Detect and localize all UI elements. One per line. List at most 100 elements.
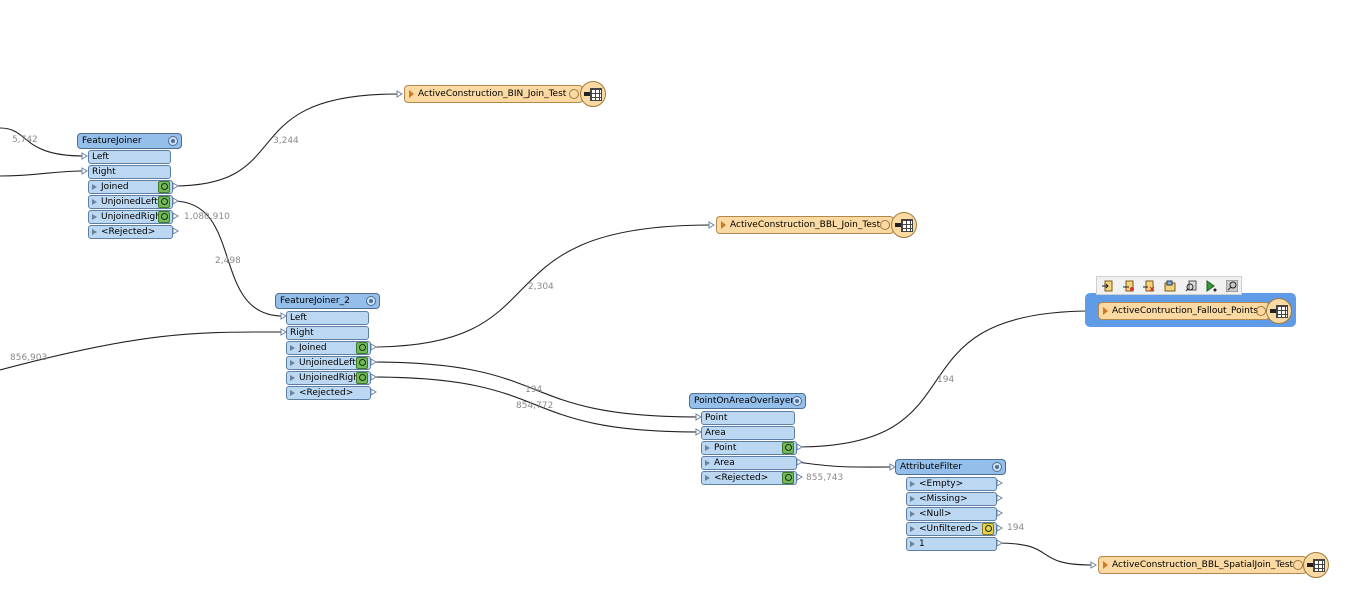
writer-name: ActiveConstruction_BBL_SpatialJoin_Test [1112,560,1294,570]
wire [172,93,398,187]
output-port-joined[interactable]: Joined [286,341,371,355]
inspect-cache-icon[interactable] [1185,280,1197,292]
port-label: UnjoinedLeft [299,358,356,368]
connect-icon[interactable] [1123,280,1135,292]
input-port-point[interactable]: Point [701,411,795,425]
output-port-value-1[interactable]: 1 [906,537,997,551]
bookmark-icon[interactable] [1164,280,1176,292]
out-arrow [172,197,179,205]
input-port-left[interactable]: Left [286,311,369,325]
out-arrow [370,373,377,381]
gear-icon[interactable] [366,296,376,306]
feature-count: 194 [1007,523,1025,533]
in-arrow [695,428,702,436]
out-arrow [996,539,1003,547]
wire [370,224,711,348]
out-arrow [796,443,803,451]
attribute-filter-title[interactable]: AttributeFilter [895,459,1006,475]
output-port-unjoined-left[interactable]: UnjoinedLeft [88,195,173,209]
port-label: Area [714,458,735,468]
gear-icon[interactable] [569,89,579,99]
inspect-icon[interactable] [158,196,170,208]
transformer-name: PointOnAreaOverlayer [694,396,795,406]
inspect-icon[interactable] [982,523,994,535]
output-port-rejected[interactable]: <Rejected> [286,386,371,400]
output-port-missing[interactable]: <Missing> [906,492,997,506]
wire [172,200,284,317]
port-label: Area [705,428,726,438]
writer-feature-type[interactable]: ActiveConstruction_BBL_Join_Test [716,216,894,234]
feature-type-toolbar [1096,276,1242,295]
output-port-rejected[interactable]: <Rejected> [701,471,797,485]
port-label: Right [92,167,116,177]
port-label: <Rejected> [101,227,156,237]
gear-icon[interactable] [992,462,1002,472]
in-arrow [889,463,896,471]
output-port-null[interactable]: <Null> [906,507,997,521]
inspect-icon[interactable] [356,357,368,369]
feature-joiner-title[interactable]: FeatureJoiner [77,133,182,149]
output-port-point[interactable]: Point [701,441,797,455]
gear-icon[interactable] [792,396,802,406]
out-arrow [996,494,1003,502]
inspect-icon[interactable] [356,372,368,384]
out-arrow [172,212,179,220]
output-port-rejected[interactable]: <Rejected> [88,225,173,239]
inspect-icon[interactable] [158,211,170,223]
feature-count: 1,080,910 [184,212,230,222]
input-port-right[interactable]: Right [88,165,171,179]
input-port-left[interactable]: Left [88,150,171,164]
output-port-area[interactable]: Area [701,456,797,470]
output-port-unjoined-right[interactable]: UnjoinedRight [88,210,173,224]
gear-icon[interactable] [1293,560,1303,570]
gear-icon[interactable] [168,136,178,146]
inspect-icon[interactable] [1225,279,1239,293]
output-port-unjoined-right[interactable]: UnjoinedRight [286,371,371,385]
writer-feature-type[interactable]: ActiveConstruction_BIN_Join_Test [404,85,583,103]
port-label: <Empty> [919,479,964,489]
in-arrow [280,328,287,336]
out-arrow [370,388,377,396]
in-arrow [695,413,702,421]
inspect-icon[interactable] [782,472,794,484]
port-label: Joined [101,182,129,192]
feature-count: 856,903 [10,353,48,363]
port-label: <Rejected> [299,388,354,398]
inspect-icon[interactable] [782,442,794,454]
input-port-right[interactable]: Right [286,326,369,340]
disconnect-icon[interactable] [1143,280,1155,292]
gear-icon[interactable] [1256,306,1266,316]
out-arrow [996,479,1003,487]
transformer-name: FeatureJoiner_2 [280,296,350,306]
writer-feature-type-selected[interactable]: ActiveContruction_Fallout_Points [1098,302,1270,320]
writer-feature-type[interactable]: ActiveConstruction_BBL_SpatialJoin_Test [1098,556,1307,574]
feature-count: 5,742 [12,135,38,145]
table-writer-icon [1266,298,1292,324]
output-port-unfiltered[interactable]: <Unfiltered> [906,522,997,536]
output-port-unjoined-left[interactable]: UnjoinedLeft [286,356,371,370]
inspect-icon[interactable] [158,181,170,193]
feature-count: 2,304 [528,282,554,292]
output-port-joined[interactable]: Joined [88,180,173,194]
inspect-icon[interactable] [356,342,368,354]
run-to-here-icon[interactable] [1205,280,1217,292]
input-port-area[interactable]: Area [701,426,795,440]
open-properties-icon[interactable] [1102,280,1114,292]
port-label: Point [705,413,728,423]
feature-count: 2,498 [215,256,241,266]
out-arrow [996,524,1003,532]
port-label: UnjoinedRight [101,212,165,222]
wire [796,461,891,468]
wire [370,361,699,418]
point-on-area-overlayer-title[interactable]: PointOnAreaOverlayer [689,393,806,409]
transformer-name: FeatureJoiner [82,136,142,146]
feature-joiner-2-title[interactable]: FeatureJoiner_2 [275,293,380,309]
out-arrow [172,227,179,235]
output-port-empty[interactable]: <Empty> [906,477,997,491]
out-arrow [796,473,803,481]
in-arrow [708,221,715,229]
writer-name: ActiveConstruction_BIN_Join_Test [418,89,567,99]
feature-count: 194 [937,375,955,385]
gear-icon[interactable] [880,220,890,230]
